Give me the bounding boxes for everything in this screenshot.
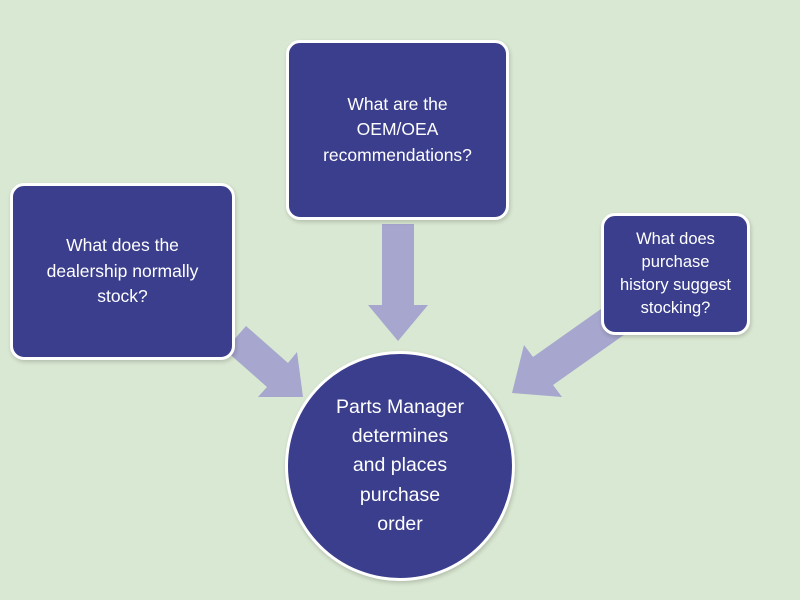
text-line: stock? [97, 286, 148, 307]
arrow-left-box-to-circle [225, 326, 303, 397]
text-line: and places [352, 454, 448, 477]
text-line: dealership normally [46, 260, 199, 281]
text-line: purchase [359, 483, 441, 506]
text-line: What does the [66, 235, 179, 256]
node-text: What does the dealership normally stock? [13, 233, 232, 309]
text-line: order [377, 512, 423, 535]
text-line: Parts Manager [336, 395, 464, 418]
node-purchase-history-box: What does purchase history suggest stock… [601, 213, 750, 335]
text-line: What are the [347, 93, 448, 114]
arrow-right-box-to-circle [512, 304, 628, 397]
arrow-top-box-to-circle [368, 224, 428, 341]
node-text: Parts Manager determines and places purc… [288, 393, 512, 539]
text-line: determines [351, 425, 449, 448]
node-dealership-stock-box: What does the dealership normally stock? [10, 183, 235, 360]
text-line: history suggest [620, 276, 731, 294]
text-line: stocking? [640, 299, 711, 318]
node-oem-recommendations-box: What are the OEM/OEA recommendations? [286, 40, 509, 220]
node-parts-manager-circle: Parts Manager determines and places purc… [285, 351, 515, 581]
text-line: recommendations? [323, 144, 472, 165]
node-text: What are the OEM/OEA recommendations? [289, 92, 506, 168]
text-line: What does [636, 229, 715, 248]
text-line: purchase [641, 252, 710, 271]
node-text: What does purchase history suggest stock… [604, 228, 747, 320]
text-line: OEM/OEA [356, 119, 439, 140]
